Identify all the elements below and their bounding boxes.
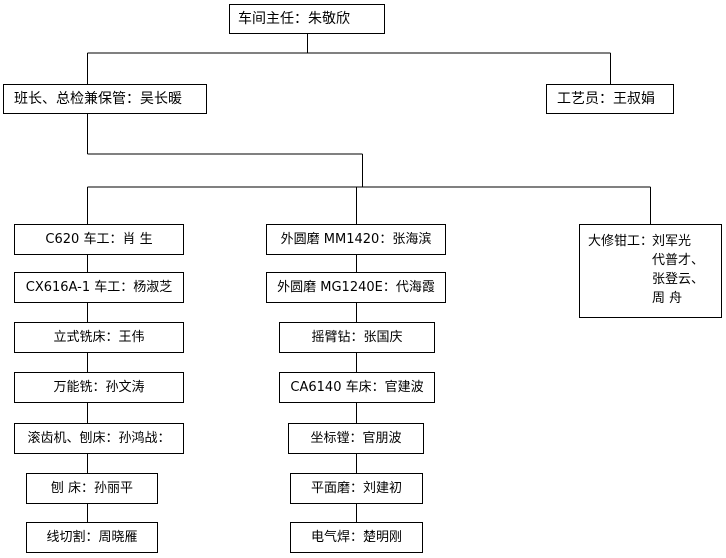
left-node-label: 万能铣：孙文涛: [53, 380, 145, 395]
middle-node-label: 电气焊：楚明刚: [310, 530, 402, 545]
left-node-label: CX616A-1 车工：杨淑芝: [25, 280, 173, 295]
left-node-wire-cut: 线切割：周晓雁: [26, 522, 158, 553]
middle-node-mm1420: 外圆磨 MM1420：张海滨: [266, 224, 446, 255]
technologist-box: 工艺员：王叔娟: [546, 84, 674, 114]
left-node-universal-mill: 万能铣：孙文涛: [14, 372, 184, 403]
technologist-label: 工艺员：王叔娟: [557, 91, 655, 107]
middle-node-radial-drill: 摇臂钻：张国庆: [279, 322, 435, 353]
fitter-role-label: 大修钳工：: [588, 234, 654, 249]
left-node-label: 线切割：周晓雁: [46, 530, 138, 545]
left-node-cx616: CX616A-1 车工：杨淑芝: [14, 272, 184, 303]
fitter-name: 刘军光: [652, 234, 692, 249]
left-node-c620: C620 车工：肖 生: [14, 224, 184, 255]
left-node-label: 滚齿机、刨床：孙鸿战：: [27, 431, 171, 446]
middle-node-ca6140: CA6140 车床：官建波: [279, 372, 435, 403]
left-node-label: 立式铣床：王伟: [53, 330, 145, 345]
fitter-name: 代普才、: [652, 253, 705, 268]
fitter-box: 大修钳工：刘军光 代普才、 张登云、 周 舟: [579, 224, 722, 318]
middle-node-label: 外圆磨 MM1420：张海滨: [280, 232, 432, 247]
left-node-vertical-mill: 立式铣床：王伟: [14, 322, 184, 353]
left-node-label: C620 车工：肖 生: [45, 232, 153, 247]
fitter-name: 周 舟: [652, 291, 683, 306]
fitter-row-first: 大修钳工：刘军光: [588, 232, 721, 251]
fitter-row: 张登云、: [588, 270, 721, 289]
middle-node-jig-boring: 坐标镗：官朋波: [288, 423, 424, 454]
middle-node-welding: 电气焊：楚明刚: [290, 522, 423, 553]
team-leader-label: 班长、总检兼保管：吴长暖: [14, 91, 182, 107]
middle-node-label: 摇臂钻：张国庆: [311, 330, 403, 345]
middle-node-label: 外圆磨 MG1240E：代海霞: [277, 280, 435, 295]
fitter-name: 张登云、: [652, 272, 705, 287]
middle-node-mg1240e: 外圆磨 MG1240E：代海霞: [266, 272, 446, 303]
middle-node-label: 平面磨：刘建初: [310, 481, 402, 496]
middle-node-label: CA6140 车床：官建波: [290, 380, 424, 395]
fitter-row: 代普才、: [588, 251, 721, 270]
left-node-planer: 刨 床：孙丽平: [26, 473, 158, 504]
team-leader-box: 班长、总检兼保管：吴长暖: [3, 84, 207, 114]
left-node-hobbing: 滚齿机、刨床：孙鸿战：: [14, 423, 184, 454]
workshop-director-label: 车间主任：朱敬欣: [238, 11, 350, 27]
workshop-director-box: 车间主任：朱敬欣: [229, 4, 385, 34]
middle-node-label: 坐标镗：官朋波: [310, 431, 402, 446]
middle-node-surface-grind: 平面磨：刘建初: [290, 473, 423, 504]
left-node-label: 刨 床：孙丽平: [50, 481, 134, 496]
fitter-row: 周 舟: [588, 289, 721, 308]
